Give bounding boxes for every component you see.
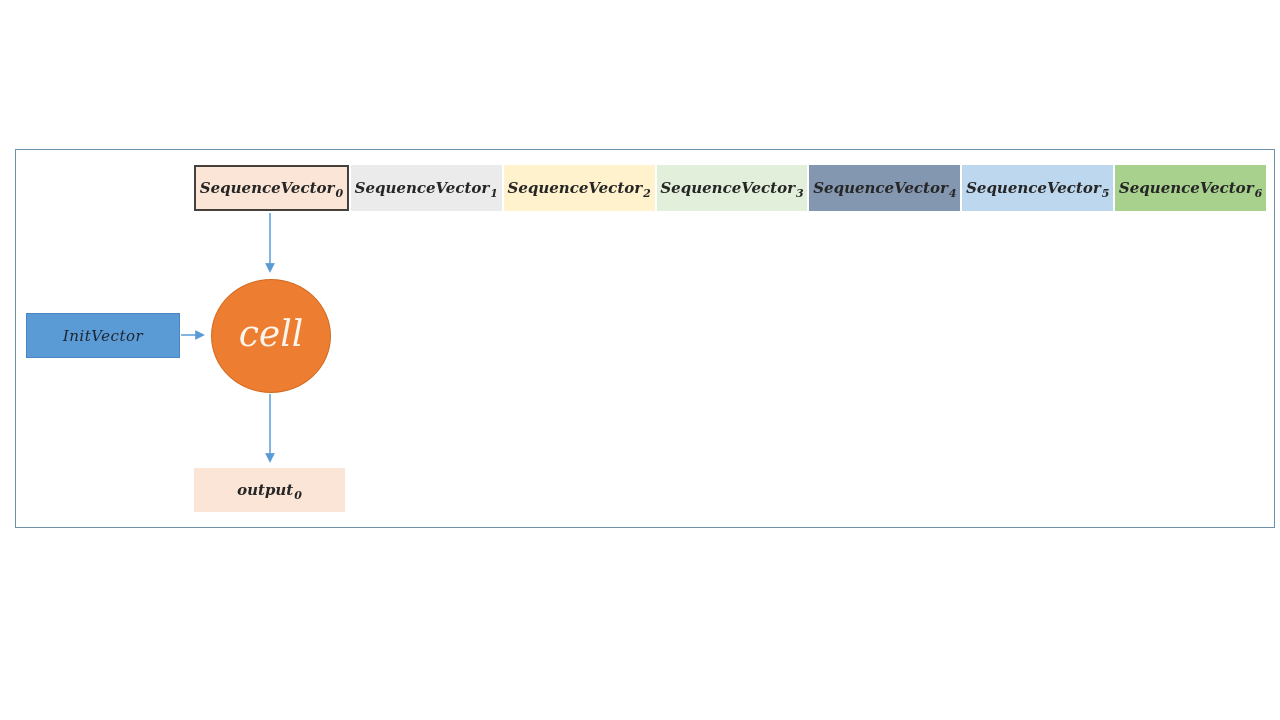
output-subscript: 0 [294, 488, 302, 502]
sequence-vector-5-subscript: 5 [1101, 186, 1110, 200]
sequence-vector-2-label: SequenceVector [507, 179, 643, 197]
sequence-vector-2-subscript: 2 [643, 186, 651, 200]
sequence-vector-6-subscript: 6 [1254, 186, 1263, 200]
sequence-vector-5-label: SequenceVector [966, 179, 1101, 197]
cell-label: cell [238, 313, 304, 355]
sequence-vector-1-subscript: 1 [490, 186, 498, 200]
sequence-vector-0-subscript: 0 [335, 186, 344, 200]
cell-node: cell [211, 279, 331, 393]
sequence-vector-6-label: SequenceVector [1118, 179, 1254, 197]
output-label: output [237, 481, 294, 499]
sequence-vector-3-subscript: 3 [796, 186, 804, 200]
init-vector-label: InitVector [62, 326, 144, 345]
sequence-vector-0-label: SequenceVector [199, 179, 335, 197]
sequence-vector-4-label: SequenceVector [813, 179, 948, 197]
sequence-vector-1-label: SequenceVector [354, 179, 490, 197]
sequence-vector-4-subscript: 4 [948, 186, 957, 200]
sequence-vector-3-label: SequenceVector [660, 179, 796, 197]
init-vector-box: InitVector [26, 313, 180, 358]
